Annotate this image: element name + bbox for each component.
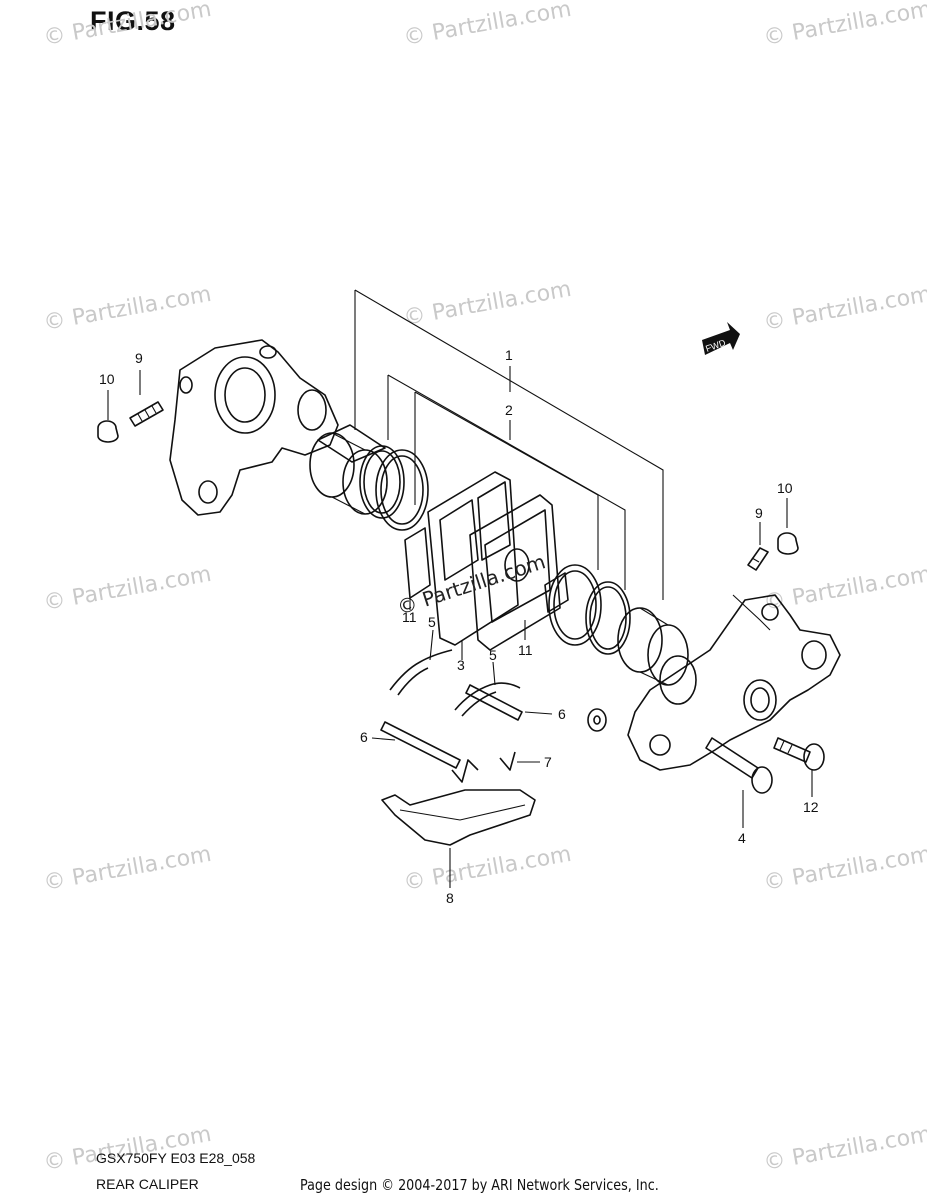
watermark: © Partzilla.com bbox=[402, 842, 574, 896]
callout-11: 11 bbox=[518, 642, 533, 658]
callout-9: 9 bbox=[755, 505, 763, 521]
callout-8: 8 bbox=[446, 890, 454, 906]
brake-pad-left bbox=[427, 471, 519, 646]
callout-brackets bbox=[354, 289, 664, 600]
pad-pin bbox=[380, 721, 461, 769]
dust-seal bbox=[548, 564, 602, 646]
pad-spring bbox=[454, 682, 521, 717]
forward-direction-badge: FWD bbox=[702, 322, 740, 355]
callout-5: 5 bbox=[428, 614, 436, 630]
model-code: GSX750FY E03 E28_058 bbox=[96, 1150, 256, 1166]
callout-4: 4 bbox=[738, 830, 746, 846]
watermark: © Partzilla.com bbox=[762, 0, 927, 51]
bleeder-valve-left bbox=[129, 401, 164, 427]
callout-6: 6 bbox=[360, 729, 368, 745]
figure-title: FIG.58 bbox=[90, 6, 176, 36]
callout-3: 3 bbox=[457, 657, 465, 673]
watermark: © Partzilla.com bbox=[402, 0, 574, 51]
callout-labels: 1 2 3 4 5 5 6 6 7 8 9 9 10 10 11 11 12 bbox=[99, 347, 819, 906]
watermark: © Partzilla.com bbox=[42, 1122, 214, 1176]
leader-lines bbox=[107, 370, 813, 888]
page-footer: Page design © 2004-2017 by ARI Network S… bbox=[300, 1176, 659, 1194]
watermark: © Partzilla.com bbox=[762, 842, 927, 896]
bleeder-valve-right bbox=[747, 547, 769, 571]
caliper-bolt-12 bbox=[773, 737, 825, 771]
watermark: © Partzilla.com bbox=[42, 562, 214, 616]
pad-spring bbox=[389, 649, 453, 696]
watermark: © Partzilla.com bbox=[42, 0, 214, 51]
callout-12: 12 bbox=[803, 799, 819, 815]
section-name: REAR CALIPER bbox=[96, 1176, 199, 1192]
bleeder-cap-right bbox=[777, 532, 799, 555]
callout-1: 1 bbox=[505, 347, 513, 363]
callout-9: 9 bbox=[135, 350, 143, 366]
caliper-bolt-4 bbox=[705, 737, 773, 794]
piston-left bbox=[309, 424, 388, 515]
watermark: © Partzilla.com bbox=[42, 282, 214, 336]
pad-clip bbox=[451, 751, 516, 783]
watermark: © Partzilla.com bbox=[762, 1122, 927, 1176]
watermark: © Partzilla.com bbox=[762, 562, 927, 616]
callout-5: 5 bbox=[489, 647, 497, 663]
caliper-cover bbox=[381, 789, 536, 846]
pad-shim-right bbox=[544, 572, 569, 613]
watermark: © Partzilla.com bbox=[402, 277, 574, 331]
bleeder-cap-left bbox=[97, 420, 119, 443]
pad-shim-left bbox=[404, 527, 431, 599]
callout-11: 11 bbox=[402, 609, 417, 625]
piston-right bbox=[617, 607, 689, 686]
callout-10: 10 bbox=[777, 480, 793, 496]
callout-7: 7 bbox=[544, 754, 552, 770]
piston-seal bbox=[359, 445, 405, 519]
caliper-body-right bbox=[627, 594, 841, 771]
pad-pin bbox=[465, 684, 523, 721]
callout-10: 10 bbox=[99, 371, 115, 387]
caliper-body-left bbox=[169, 339, 339, 516]
dust-seal bbox=[375, 449, 429, 531]
callout-2: 2 bbox=[505, 402, 513, 418]
watermark: © Partzilla.com bbox=[762, 282, 927, 336]
piston-seal bbox=[585, 581, 631, 655]
washer bbox=[587, 708, 607, 732]
watermark: © Partzilla.com bbox=[42, 842, 214, 896]
callout-6: 6 bbox=[558, 706, 566, 722]
